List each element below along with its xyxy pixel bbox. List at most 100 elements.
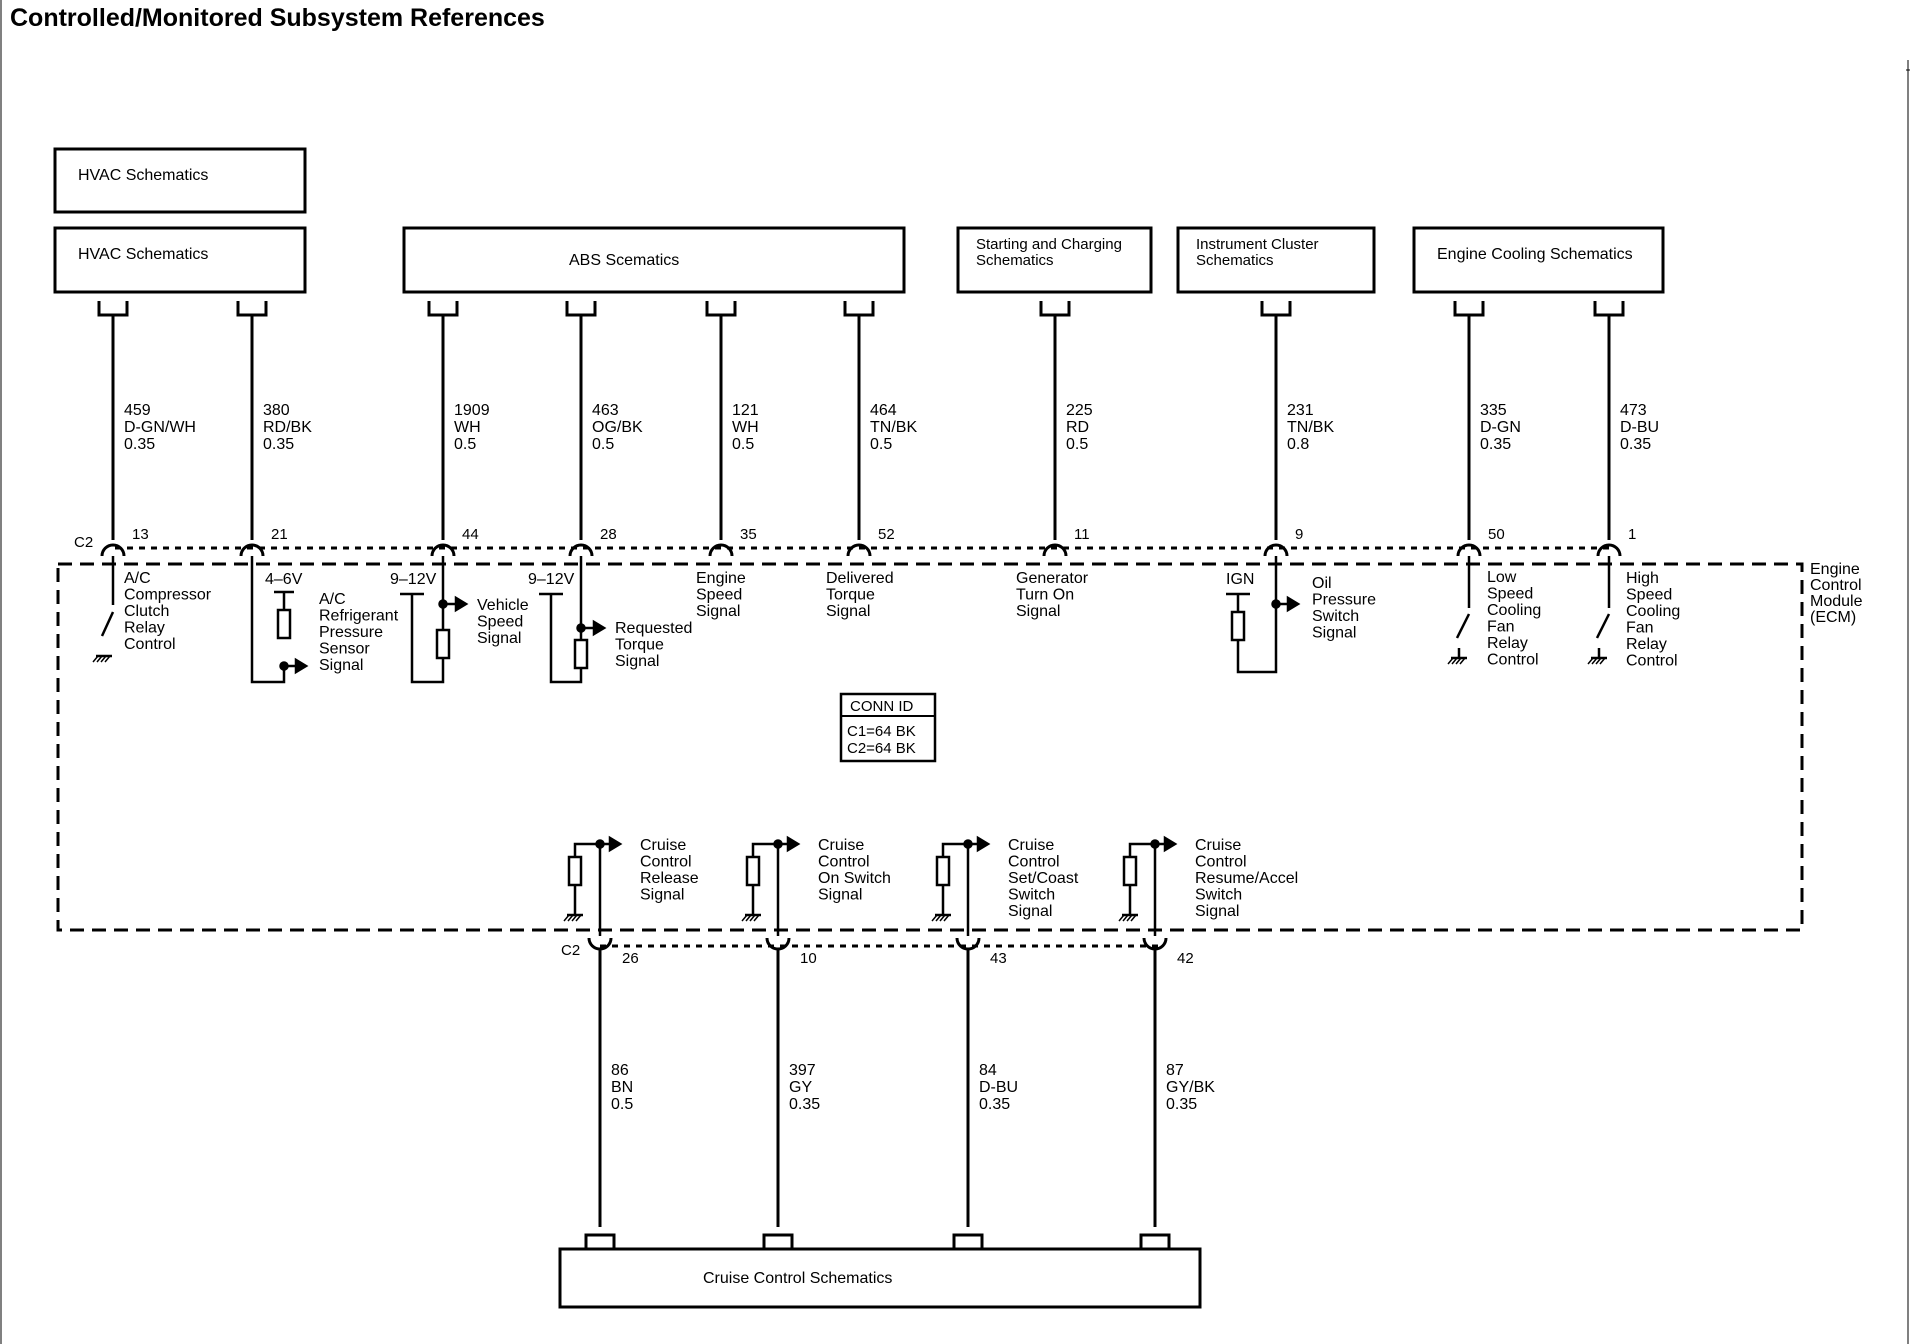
top-terminal-44: [427, 301, 459, 317]
top-signal-50-3: Fan: [1487, 619, 1515, 636]
bottom-pin-number-26: 26: [622, 950, 639, 967]
top-signal-21-2: Pressure: [319, 624, 383, 641]
bottom-terminal-10: [762, 1233, 794, 1249]
top-signal-1-3: Fan: [1626, 620, 1654, 637]
starting-label-line1: Starting and Charging: [976, 236, 1122, 253]
top-pin-9: [1263, 543, 1289, 557]
high-fan-switch: [1595, 613, 1611, 639]
cruise-ground-10: [741, 913, 761, 922]
top-pin-number-1: 1: [1628, 526, 1636, 543]
bottom-signal-10-2: On Switch: [818, 870, 891, 887]
top-pin-number-28: 28: [600, 526, 617, 543]
bottom-signal-43-3: Switch: [1008, 887, 1055, 904]
conn-id-title: CONN ID: [850, 698, 914, 715]
top-signal-28-2: Signal: [615, 653, 659, 670]
starting-label-line2: Schematics: [976, 252, 1054, 269]
ac-clutch-switch: [100, 611, 115, 637]
top-pin-1: [1596, 543, 1622, 557]
top-wire-label-35-2: 0.5: [732, 436, 754, 453]
top-wire-label-13-2: 0.35: [124, 436, 155, 453]
cruise-control-box: [558, 1247, 1202, 1309]
hvac-label-2: HVAC Schematics: [78, 246, 208, 263]
cruise-resistor-26: [567, 855, 583, 887]
bottom-terminal-26: [584, 1233, 616, 1249]
top-terminal-35: [705, 301, 737, 317]
top-wire-label-28-2: 0.5: [592, 436, 614, 453]
top-pin-number-35: 35: [740, 526, 757, 543]
top-signal-50-2: Cooling: [1487, 602, 1541, 619]
bottom-signal-43-1: Control: [1008, 854, 1060, 871]
top-voltage-28: 9–12V: [528, 571, 575, 588]
cruise-node-42: [1150, 839, 1160, 849]
top-wire-label-1-2: 0.35: [1620, 436, 1651, 453]
vss-loop: [410, 556, 445, 684]
top-wire-label-50-2: 0.35: [1480, 436, 1511, 453]
top-wire-label-9-2: 0.8: [1287, 436, 1309, 453]
top-wire-label-11-0: 225: [1066, 402, 1093, 419]
top-pin-number-9: 9: [1295, 526, 1303, 543]
cruise-resistor-42: [1122, 855, 1138, 887]
top-pin-13: [100, 543, 126, 557]
instrument-label-line1: Instrument Cluster: [1196, 236, 1319, 253]
top-signal-13-3: Relay: [124, 620, 165, 637]
ecm-name-line4: (ECM): [1810, 609, 1856, 626]
bottom-signal-43-0: Cruise: [1008, 837, 1054, 854]
ecm-name-line2: Control: [1810, 577, 1862, 594]
ecm-name-line1: Engine: [1810, 561, 1860, 578]
conn-id-c2: C2=64 BK: [847, 740, 916, 757]
top-wire-label-35-0: 121: [732, 402, 759, 419]
bottom-terminal-42: [1139, 1233, 1171, 1249]
bottom-signal-42-1: Control: [1195, 854, 1247, 871]
ecm-outline: [56, 562, 1804, 932]
top-signal-50-5: Control: [1487, 652, 1539, 669]
top-pin-35: [708, 543, 734, 557]
top-pin-28: [568, 543, 594, 557]
top-signal-50-0: Low: [1487, 569, 1517, 586]
top-terminal-1: [1593, 301, 1625, 317]
cruise-node-10: [773, 839, 783, 849]
top-signal-1-4: Relay: [1626, 636, 1667, 653]
top-wire-label-44-0: 1909: [454, 402, 490, 419]
top-terminal-11: [1039, 301, 1071, 317]
bottom-pin-number-43: 43: [990, 950, 1007, 967]
bottom-signal-42-3: Switch: [1195, 887, 1242, 904]
top-terminal-50: [1453, 301, 1485, 317]
bottom-signal-26-1: Control: [640, 854, 692, 871]
top-pin-44: [430, 543, 456, 557]
top-signal-21-4: Signal: [319, 657, 363, 674]
top-signal-1-2: Cooling: [1626, 603, 1680, 620]
ecm-name-line3: Module: [1810, 593, 1863, 610]
top-signal-44-2: Signal: [477, 630, 521, 647]
bottom-wire-label-10-2: 0.35: [789, 1096, 820, 1113]
top-signal-35-2: Signal: [696, 603, 740, 620]
top-signal-52-2: Signal: [826, 603, 870, 620]
ac-pressure-arrow: [294, 657, 309, 675]
top-signal-13-0: A/C: [124, 570, 151, 587]
bottom-pin-43: [955, 937, 981, 951]
top-signal-9-1: Pressure: [1312, 592, 1376, 609]
top-signal-11-1: Turn On: [1016, 587, 1074, 604]
cruise-ground-43: [931, 913, 951, 922]
top-terminal-13: [97, 301, 129, 317]
oil-arrow: [1286, 595, 1301, 613]
bottom-wire-label-43-0: 84: [979, 1062, 997, 1079]
top-wire-label-11-2: 0.5: [1066, 436, 1088, 453]
top-voltage-44: 9–12V: [390, 571, 437, 588]
top-wire-label-52-0: 464: [870, 402, 897, 419]
top-signal-52-1: Torque: [826, 587, 875, 604]
top-wire-label-21-0: 380: [263, 402, 290, 419]
conn-id-c1: C1=64 BK: [847, 723, 916, 740]
top-signal-13-1: Compressor: [124, 587, 212, 604]
bottom-signal-26-0: Cruise: [640, 837, 686, 854]
cruise-node-43: [963, 839, 973, 849]
hvac-label-1: HVAC Schematics: [78, 167, 208, 184]
instrument-cluster-box: [1176, 226, 1376, 294]
top-wire-label-13-1: D-GN/WH: [124, 419, 196, 436]
high-fan-ground: [1587, 656, 1607, 665]
cruise-ground-26: [563, 913, 583, 922]
top-pin-50: [1456, 543, 1482, 557]
bottom-wire-label-42-2: 0.35: [1166, 1096, 1197, 1113]
top-pin-52: [846, 543, 872, 557]
cruise-arrow-43: [976, 835, 991, 853]
conn-id-box: CONN ID C1=64 BK C2=64 BK: [839, 692, 937, 763]
